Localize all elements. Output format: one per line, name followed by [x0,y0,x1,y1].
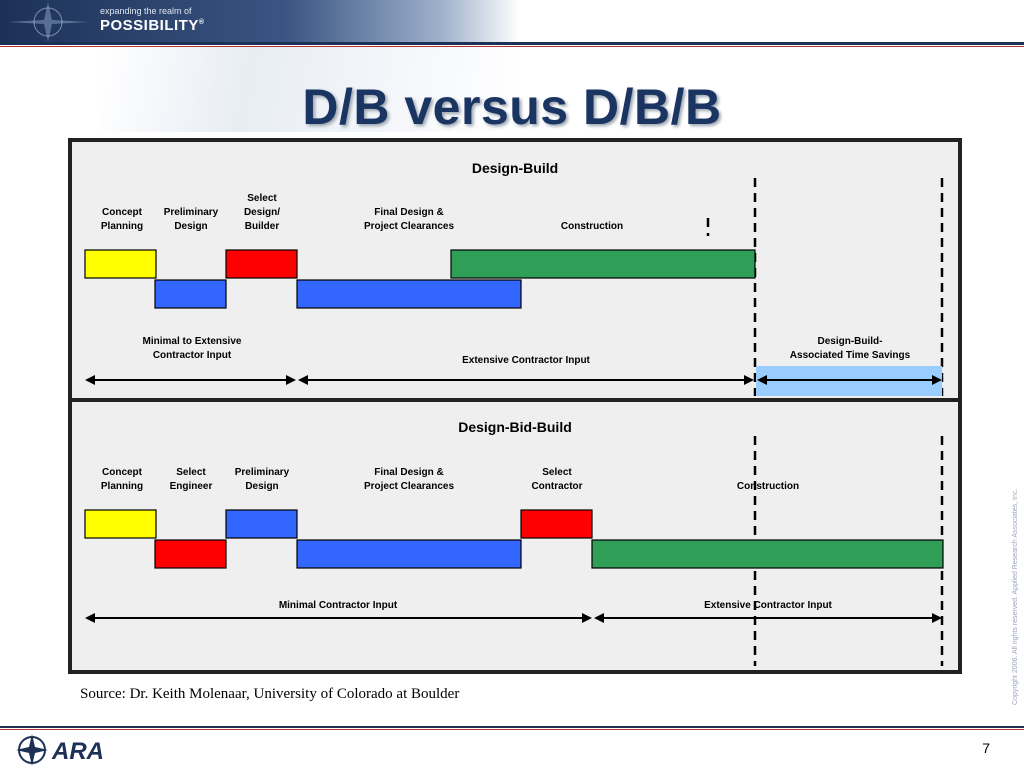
design-build-heading: Design-Build [472,160,558,176]
slide-title: D/B versus D/B/B [302,79,722,135]
dbb-phase-bar-6 [591,539,944,569]
db-phase-bar-1 [84,249,157,279]
db-phase-bar-4 [296,279,522,309]
db-phase-label-4: Final Design &Project Clearances [364,207,454,232]
dbb-phase-bar-1 [84,509,157,539]
copyright-text: Copyright 2006. All rights reserved. App… [1012,488,1019,705]
db-range-arrow-3-head-right [932,375,942,385]
logo-text: ARA [51,738,104,765]
tagline-word: POSSIBILITY [100,17,199,34]
db-phase-label-5: Construction [561,221,623,232]
dbb-range-label-1: Minimal Contractor Input [279,600,398,611]
dbb-range-arrow-2-head-left [594,613,604,623]
dbb-phase-bar-5 [520,509,593,539]
db-range-label-3: Design-Build-Associated Time Savings [790,336,911,361]
dbb-phase-label-6: Construction [737,481,799,492]
dbb-phase-bar-4 [296,539,522,569]
dbb-phase-bar-2 [154,539,227,569]
db-range-arrow-1-head-right [286,375,296,385]
footer-rule [0,726,1024,728]
db-phase-bar-5 [450,249,756,279]
header-rule-accent [0,46,1024,47]
db-range-arrow-1-head-left [85,375,95,385]
db-range-arrow-3-head-left [757,375,767,385]
db-range-arrow-2-head-right [744,375,754,385]
page-number: 7 [982,740,990,756]
dbb-range-arrow-1-head-right [582,613,592,623]
dbb-range-arrow-2-head-right [932,613,942,623]
registered-mark: ® [198,19,205,26]
header-rule [0,42,1024,45]
db-phase-bar-2 [154,279,227,309]
diagram-frame [68,138,962,674]
header-banner: expanding the realm of POSSIBILITY® [0,0,520,42]
dbb-phase-bar-3 [225,509,298,539]
footer-rule-accent [0,729,1024,730]
header-swoosh [100,47,520,132]
tagline-small: expanding the realm of [100,6,192,16]
dbb-phase-label-4: Final Design &Project Clearances [364,467,454,492]
tagline-big: POSSIBILITY® [100,17,205,34]
db-phase-bar-3 [225,249,298,279]
compass-star-icon [8,2,88,42]
dbb-range-label-2: Extensive Contractor Input [704,600,832,611]
ara-logo: ARA [16,734,104,766]
db-range-label-2: Extensive Contractor Input [462,355,590,366]
db-range-arrow-2-head-left [298,375,308,385]
source-citation: Source: Dr. Keith Molenaar, University o… [80,686,460,702]
dbb-range-arrow-1-head-left [85,613,95,623]
copyright-notice: Copyright 2006. All rights reserved. App… [968,480,1024,710]
design-bid-build-heading: Design-Bid-Build [458,419,572,435]
